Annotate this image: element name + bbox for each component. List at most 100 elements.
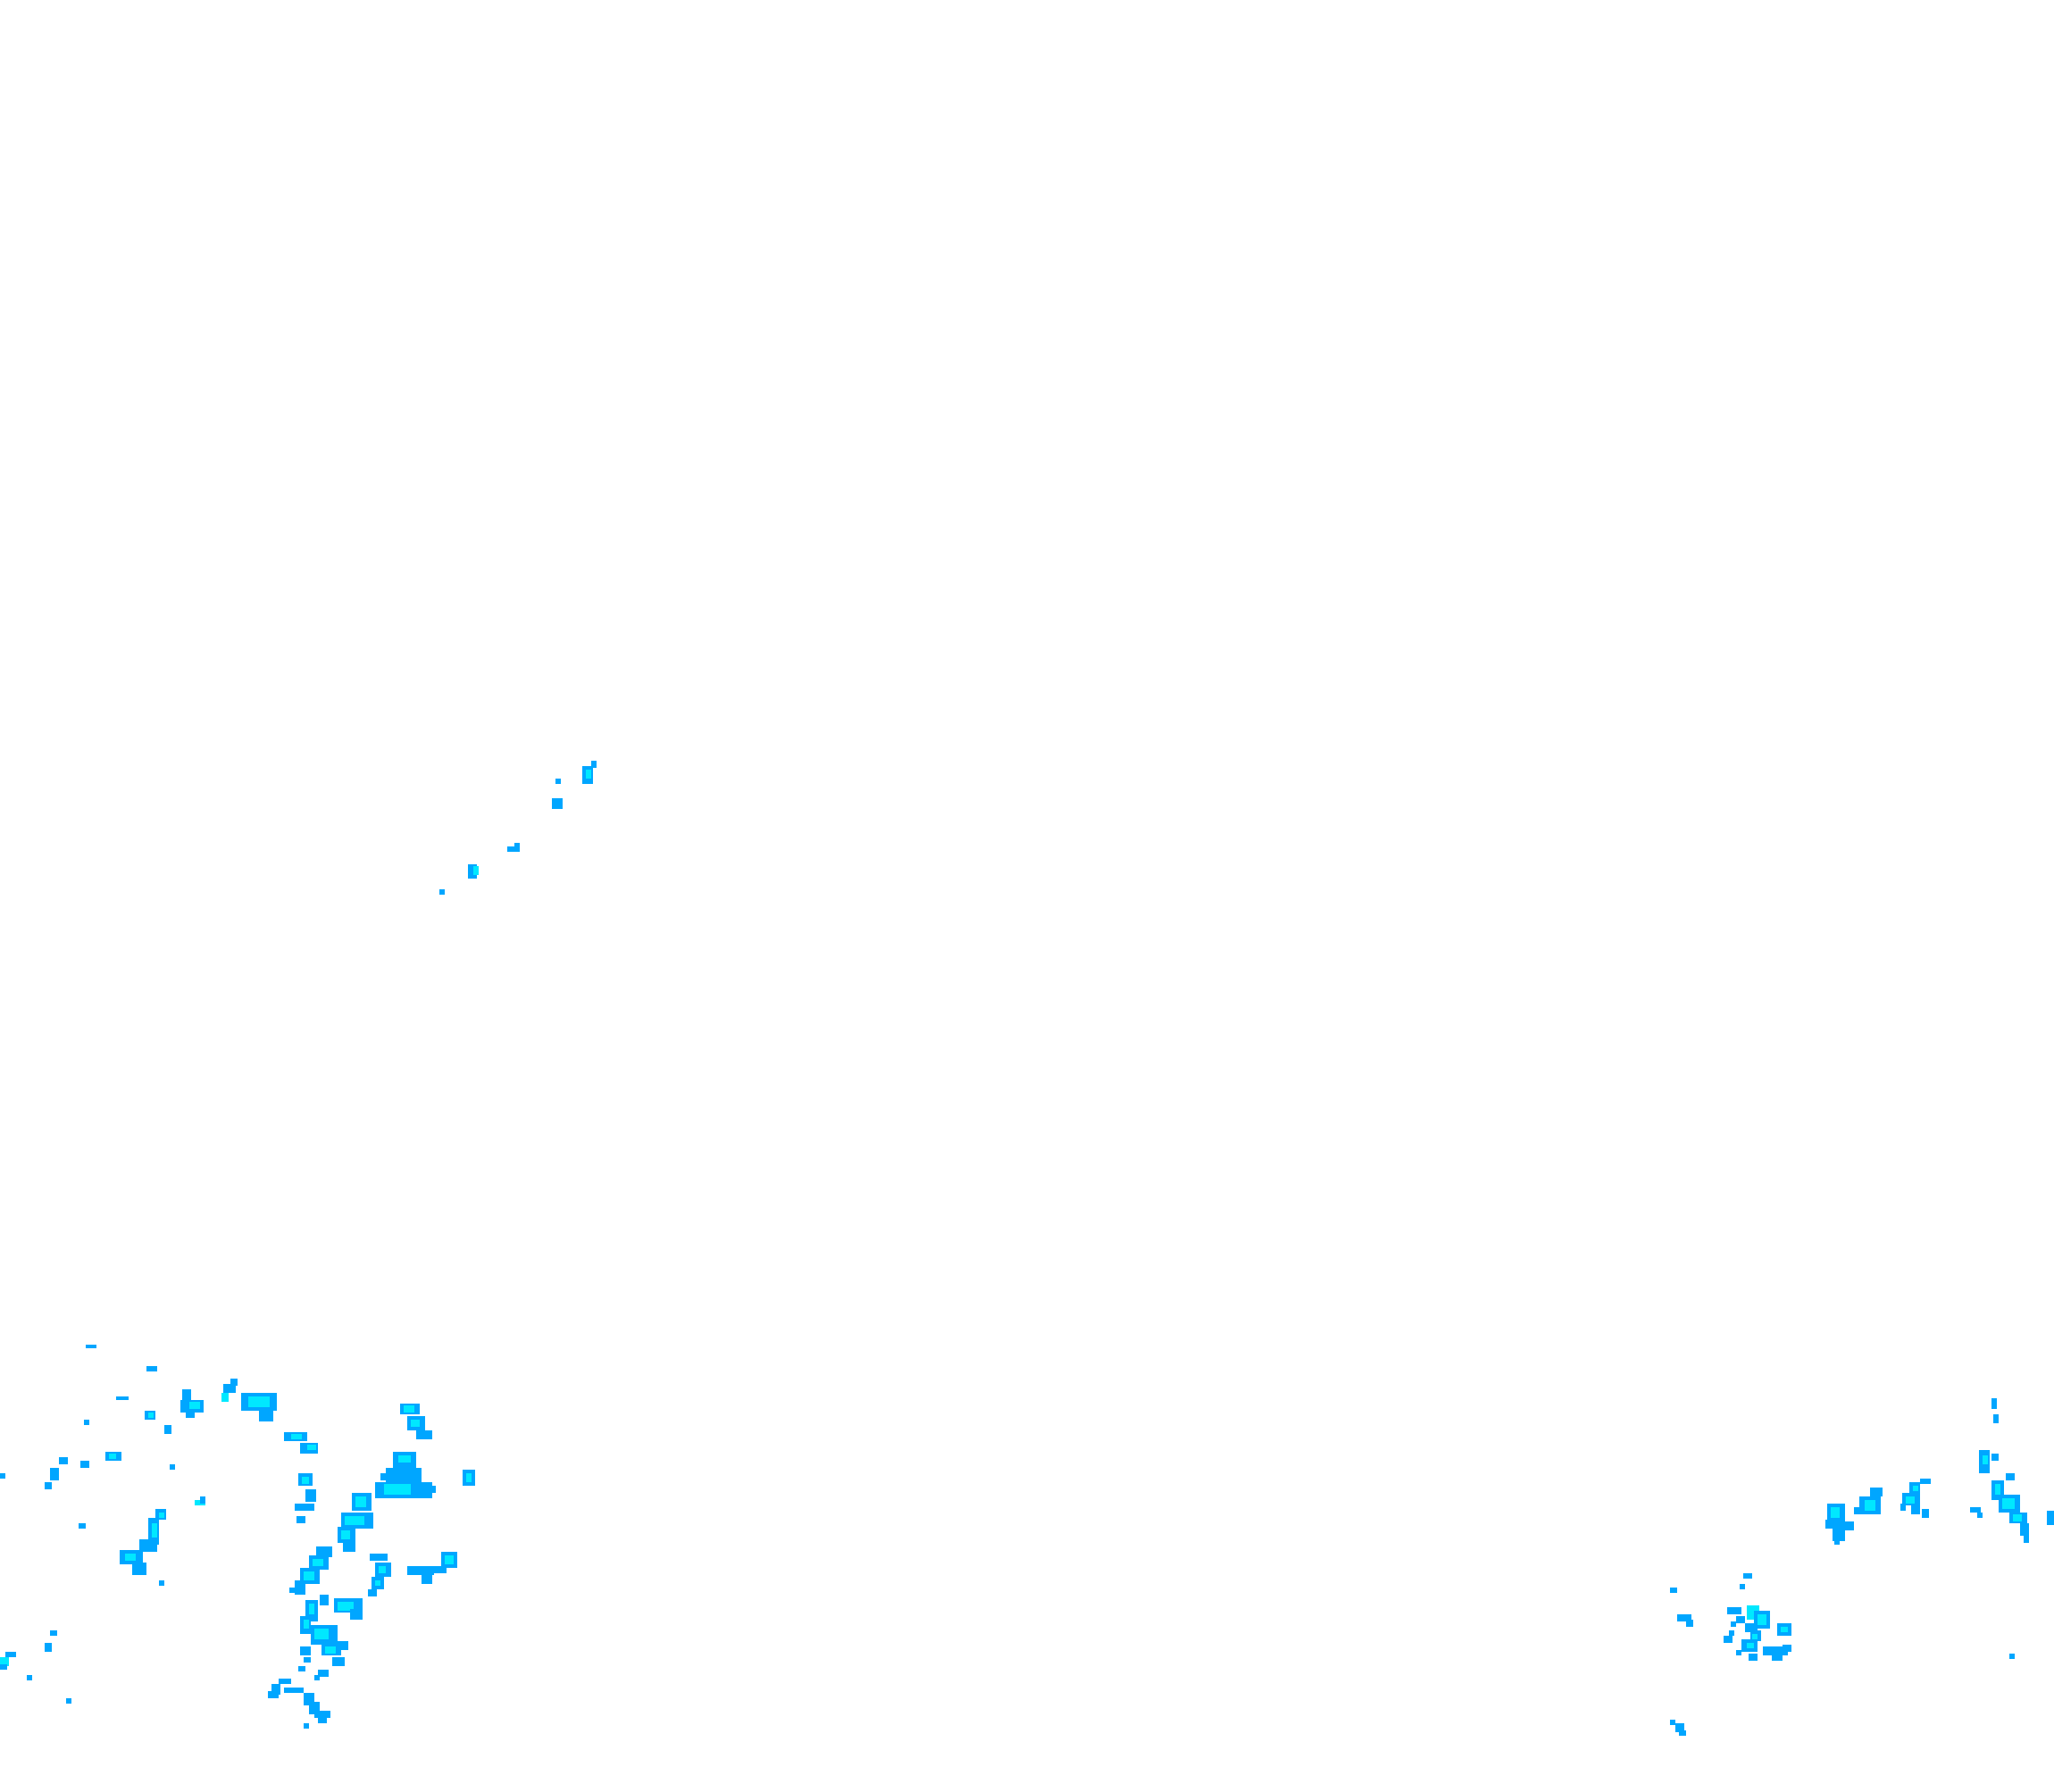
- precipitation-pixel: [473, 866, 479, 875]
- precipitation-pixel: [586, 770, 591, 779]
- precipitation-pixel: [2013, 1514, 2022, 1521]
- precipitation-pixel: [2002, 1498, 2015, 1509]
- precipitation-pixel: [318, 1670, 329, 1677]
- precipitation-pixel: [284, 1688, 304, 1693]
- precipitation-pixel: [0, 1473, 5, 1479]
- precipitation-pixel: [295, 1580, 305, 1595]
- precipitation-pixel: [1831, 1507, 1840, 1518]
- precipitation-pixel: [1854, 1507, 1863, 1514]
- precipitation-pixel: [2009, 1654, 2015, 1659]
- precipitation-pixel: [345, 1516, 364, 1525]
- precipitation-pixel: [304, 1723, 309, 1729]
- precipitation-pixel: [271, 1684, 280, 1695]
- precipitation-pixel: [1870, 1488, 1883, 1496]
- precipitation-pixel: [295, 1504, 314, 1511]
- precipitation-pixel: [5, 1652, 16, 1657]
- precipitation-pixel: [1983, 1455, 1988, 1464]
- precipitation-pixel: [116, 1396, 129, 1400]
- precipitation-pixel: [200, 1496, 205, 1504]
- precipitation-pixel: [304, 1620, 309, 1629]
- precipitation-pixel: [279, 1679, 291, 1684]
- precipitation-pixel: [1752, 1634, 1758, 1639]
- precipitation-pixel: [379, 1566, 386, 1573]
- precipitation-pixel: [289, 1588, 296, 1593]
- precipitation-pixel: [189, 1402, 200, 1409]
- precipitation-pixel: [416, 1430, 432, 1439]
- precipitation-pixel: [1743, 1573, 1752, 1579]
- precipitation-pixel: [316, 1546, 332, 1557]
- precipitation-pixel: [86, 1345, 96, 1348]
- precipitation-pixel: [1995, 1484, 2000, 1495]
- precipitation-pixel: [268, 1691, 279, 1698]
- precipitation-pixel: [1900, 1504, 1906, 1511]
- precipitation-pixel: [1991, 1454, 1999, 1461]
- precipitation-pixel: [304, 1571, 314, 1580]
- precipitation-pixel: [80, 1461, 89, 1468]
- precipitation-pixel: [507, 846, 514, 852]
- precipitation-pixel: [1993, 1414, 1999, 1423]
- precipitation-pixel: [434, 1566, 447, 1573]
- precipitation-pixel: [1736, 1650, 1741, 1655]
- precipitation-pixel: [304, 1657, 311, 1663]
- precipitation-pixel: [182, 1389, 191, 1400]
- precipitation-pixel: [422, 1575, 432, 1584]
- precipitation-pixel: [50, 1630, 57, 1636]
- precipitation-pixel: [350, 1609, 363, 1620]
- precipitation-pixel: [2024, 1536, 2029, 1543]
- precipitation-pixel: [109, 1454, 116, 1459]
- precipitation-pixel: [384, 1484, 411, 1495]
- precipitation-pixel: [125, 1554, 136, 1561]
- precipitation-pixel: [368, 1589, 377, 1596]
- precipitation-pixel: [1749, 1654, 1758, 1661]
- precipitation-pixel: [404, 1405, 414, 1413]
- precipitation-pixel: [1970, 1507, 1981, 1513]
- precipitation-pixel: [0, 1657, 9, 1666]
- precipitation-pixel: [139, 1539, 157, 1552]
- precipitation-pixel: [466, 1473, 472, 1482]
- precipitation-pixel: [259, 1411, 273, 1421]
- precipitation-pixel: [1724, 1636, 1733, 1643]
- precipitation-pixel: [1731, 1621, 1736, 1627]
- precipitation-pixel: [0, 1664, 7, 1670]
- precipitation-pixel: [309, 1604, 314, 1614]
- precipitation-pixel: [439, 889, 445, 895]
- precipitation-pixel: [314, 1675, 320, 1680]
- precipitation-pixel: [230, 1379, 238, 1386]
- precipitation-pixel: [1977, 1513, 1983, 1518]
- precipitation-pixel: [332, 1657, 345, 1666]
- precipitation-pixel: [1670, 1588, 1677, 1593]
- precipitation-pixel: [79, 1523, 86, 1529]
- precipitation-pixel: [221, 1393, 229, 1402]
- precipitation-pixel: [2020, 1523, 2029, 1536]
- precipitation-pixel: [468, 864, 477, 879]
- precipitation-pixel: [355, 1496, 366, 1507]
- precipitation-pixel: [291, 1434, 302, 1439]
- precipitation-pixel: [1686, 1620, 1693, 1627]
- precipitation-pixel: [1865, 1500, 1875, 1511]
- precipitation-pixel: [305, 1489, 316, 1502]
- precipitation-pixel: [313, 1559, 323, 1566]
- precipitation-pixel: [514, 843, 520, 852]
- precipitation-pixel: [1913, 1486, 1918, 1491]
- precipitation-pixel: [1677, 1614, 1691, 1621]
- precipitation-pixel: [1670, 1720, 1675, 1725]
- precipitation-pixel: [1834, 1539, 1840, 1545]
- precipitation-pixel: [552, 798, 563, 809]
- precipitation-pixel: [302, 1477, 309, 1484]
- precipitation-pixel: [27, 1675, 32, 1680]
- precipitation-pixel: [1922, 1509, 1929, 1518]
- precipitation-pixel: [300, 1646, 311, 1655]
- precipitation-pixel: [148, 1413, 154, 1418]
- precipitation-pixel: [1772, 1654, 1783, 1661]
- precipitation-pixel: [2047, 1511, 2054, 1525]
- precipitation-cells: [0, 761, 2054, 1736]
- precipitation-pixel: [159, 1513, 164, 1518]
- precipitation-pixel: [320, 1595, 329, 1605]
- precipitation-pixel: [159, 1580, 164, 1586]
- precipitation-pixel: [45, 1643, 52, 1652]
- precipitation-pixel: [2006, 1473, 2015, 1480]
- precipitation-pixel: [314, 1711, 330, 1718]
